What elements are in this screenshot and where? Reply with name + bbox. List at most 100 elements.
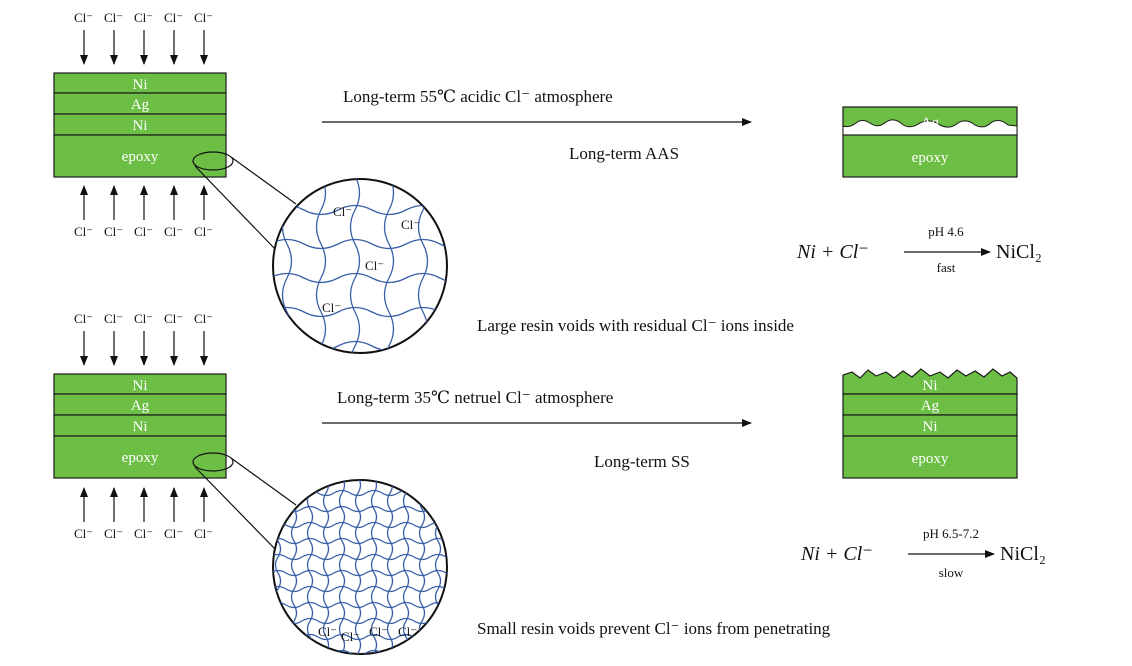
top-reaction-equation: Ni + Cl⁻ pH 4.6 fast NiCl₂ (796, 224, 1042, 275)
bottom-reaction-equation: Ni + Cl⁻ pH 6.5-7.2 slow NiCl₂ (800, 526, 1046, 580)
top-layer-stack: Ni Ag Ni epoxy (53, 72, 227, 178)
ion-label: Cl⁻ (318, 624, 337, 639)
layer-label: epoxy (122, 149, 159, 165)
resin-fiber (273, 537, 447, 545)
resin-fiber (322, 480, 330, 654)
bottom-zoom-callout: Cl⁻ Cl⁻ Cl⁻ Cl⁻ (192, 452, 448, 655)
roughened-nickel-layer (842, 368, 1018, 395)
equation-condition: pH 4.6 (928, 224, 964, 239)
condition-label: Long-term 55℃ acidic Cl⁻ atmosphere (343, 87, 613, 106)
top-ions-below: Cl⁻ Cl⁻ Cl⁻ Cl⁻ Cl⁻ (74, 185, 213, 239)
ion-label: Cl⁻ (164, 311, 183, 326)
resin-fiber (273, 569, 447, 577)
ion-label: Cl⁻ (398, 624, 417, 639)
top-zoom-callout: Cl⁻ Cl⁻ Cl⁻ Cl⁻ (192, 151, 448, 354)
test-label: Long-term SS (594, 452, 690, 471)
resin-fiber (349, 179, 361, 353)
top-result-stack: Ag epoxy (842, 106, 1018, 178)
ion-label: Cl⁻ (194, 224, 213, 239)
zoom-line (230, 156, 297, 205)
resin-fiber (273, 601, 447, 609)
equation-product: NiCl₂ (996, 241, 1042, 263)
bottom-ions-below: Cl⁻ Cl⁻ Cl⁻ Cl⁻ Cl⁻ (74, 487, 213, 541)
ion-label: Cl⁻ (194, 526, 213, 541)
layer-label: epoxy (122, 450, 159, 466)
resin-fiber (273, 521, 447, 529)
bottom-ions-above: Cl⁻ Cl⁻ Cl⁻ Cl⁻ Cl⁻ (74, 311, 213, 366)
zoom-line (194, 466, 277, 551)
ion-label: Cl⁻ (134, 10, 153, 25)
zoom-source-ellipse (192, 151, 234, 171)
equation-product: NiCl₂ (1000, 543, 1046, 565)
ion-label: Cl⁻ (74, 10, 93, 25)
resin-fiber (273, 553, 447, 561)
bottom-layer-stack: Ni Ag Ni epoxy (53, 373, 227, 479)
resin-fiber (273, 272, 447, 284)
zoom-line (230, 457, 297, 506)
layer-label: Ni (133, 77, 148, 93)
resin-fiber (338, 480, 346, 654)
layer-label: Ag (131, 97, 150, 113)
ion-label: Cl⁻ (401, 217, 420, 232)
ion-label: Cl⁻ (104, 10, 123, 25)
test-label: Long-term AAS (569, 144, 679, 163)
ion-label: Cl⁻ (74, 311, 93, 326)
layer-label: epoxy (912, 451, 949, 467)
ion-label: Cl⁻ (104, 526, 123, 541)
resin-fiber (273, 238, 447, 250)
void-note: Large resin voids with residual Cl⁻ ions… (477, 316, 794, 335)
ion-label: Cl⁻ (104, 224, 123, 239)
equation-rate: fast (937, 260, 956, 275)
ion-label: Cl⁻ (164, 224, 183, 239)
resin-fiber (273, 480, 447, 481)
ion-label: Cl⁻ (164, 526, 183, 541)
equation-rate: slow (939, 565, 964, 580)
ion-label: Cl⁻ (365, 258, 384, 273)
ion-label: Cl⁻ (74, 224, 93, 239)
layer-label: Ni (133, 378, 148, 394)
ion-label: Cl⁻ (74, 526, 93, 541)
resin-fiber (306, 480, 314, 654)
ion-label: Cl⁻ (164, 10, 183, 25)
epoxy-layer (842, 435, 1018, 479)
layer-label: Ni (133, 118, 148, 134)
ion-label: Cl⁻ (194, 311, 213, 326)
equation-condition: pH 6.5-7.2 (923, 526, 979, 541)
corroded-nickel-residue (842, 119, 1018, 136)
ion-label: Cl⁻ (104, 311, 123, 326)
ion-label: Cl⁻ (341, 629, 360, 644)
ion-label: Cl⁻ (134, 224, 153, 239)
layer-label: Ag (921, 115, 940, 131)
ion-label: Cl⁻ (134, 311, 153, 326)
resin-fiber (354, 480, 362, 654)
resin-fiber (402, 480, 410, 654)
ion-label: Cl⁻ (194, 10, 213, 25)
equation-reactant: Ni + Cl⁻ (800, 543, 873, 565)
resin-fiber (370, 480, 378, 654)
ion-label: Cl⁻ (322, 300, 341, 315)
bottom-result-stack: Ni Ag Ni epoxy (842, 368, 1018, 479)
layer-label: Ni (133, 419, 148, 435)
layer-label: epoxy (912, 150, 949, 166)
zoom-line (194, 165, 277, 251)
layer-label: Ag (921, 398, 940, 414)
resin-fiber (383, 179, 395, 353)
ion-label: Cl⁻ (134, 526, 153, 541)
top-ions-above: Cl⁻ Cl⁻ Cl⁻ Cl⁻ Cl⁻ (74, 10, 213, 65)
condition-label: Long-term 35℃ netruel Cl⁻ atmosphere (337, 388, 613, 407)
resin-fiber (386, 480, 394, 654)
layer-label: Ni (923, 378, 938, 394)
ion-label: Cl⁻ (333, 204, 352, 219)
bottom-scenario: Cl⁻ Cl⁻ Cl⁻ Cl⁻ Cl⁻ Ni Ag Ni epoxy (53, 311, 1046, 655)
resin-fiber (273, 585, 447, 593)
layer-label: Ag (131, 398, 150, 414)
equation-reactant: Ni + Cl⁻ (796, 241, 869, 263)
top-scenario: Cl⁻ Cl⁻ Cl⁻ Cl⁻ Cl⁻ Ni Ag Ni epoxy (53, 10, 1042, 354)
ion-label: Cl⁻ (369, 624, 388, 639)
zoom-source-ellipse (192, 452, 234, 472)
void-note: Small resin voids prevent Cl⁻ ions from … (477, 619, 831, 638)
layer-label: Ni (923, 419, 938, 435)
epoxy-layer (842, 134, 1018, 178)
